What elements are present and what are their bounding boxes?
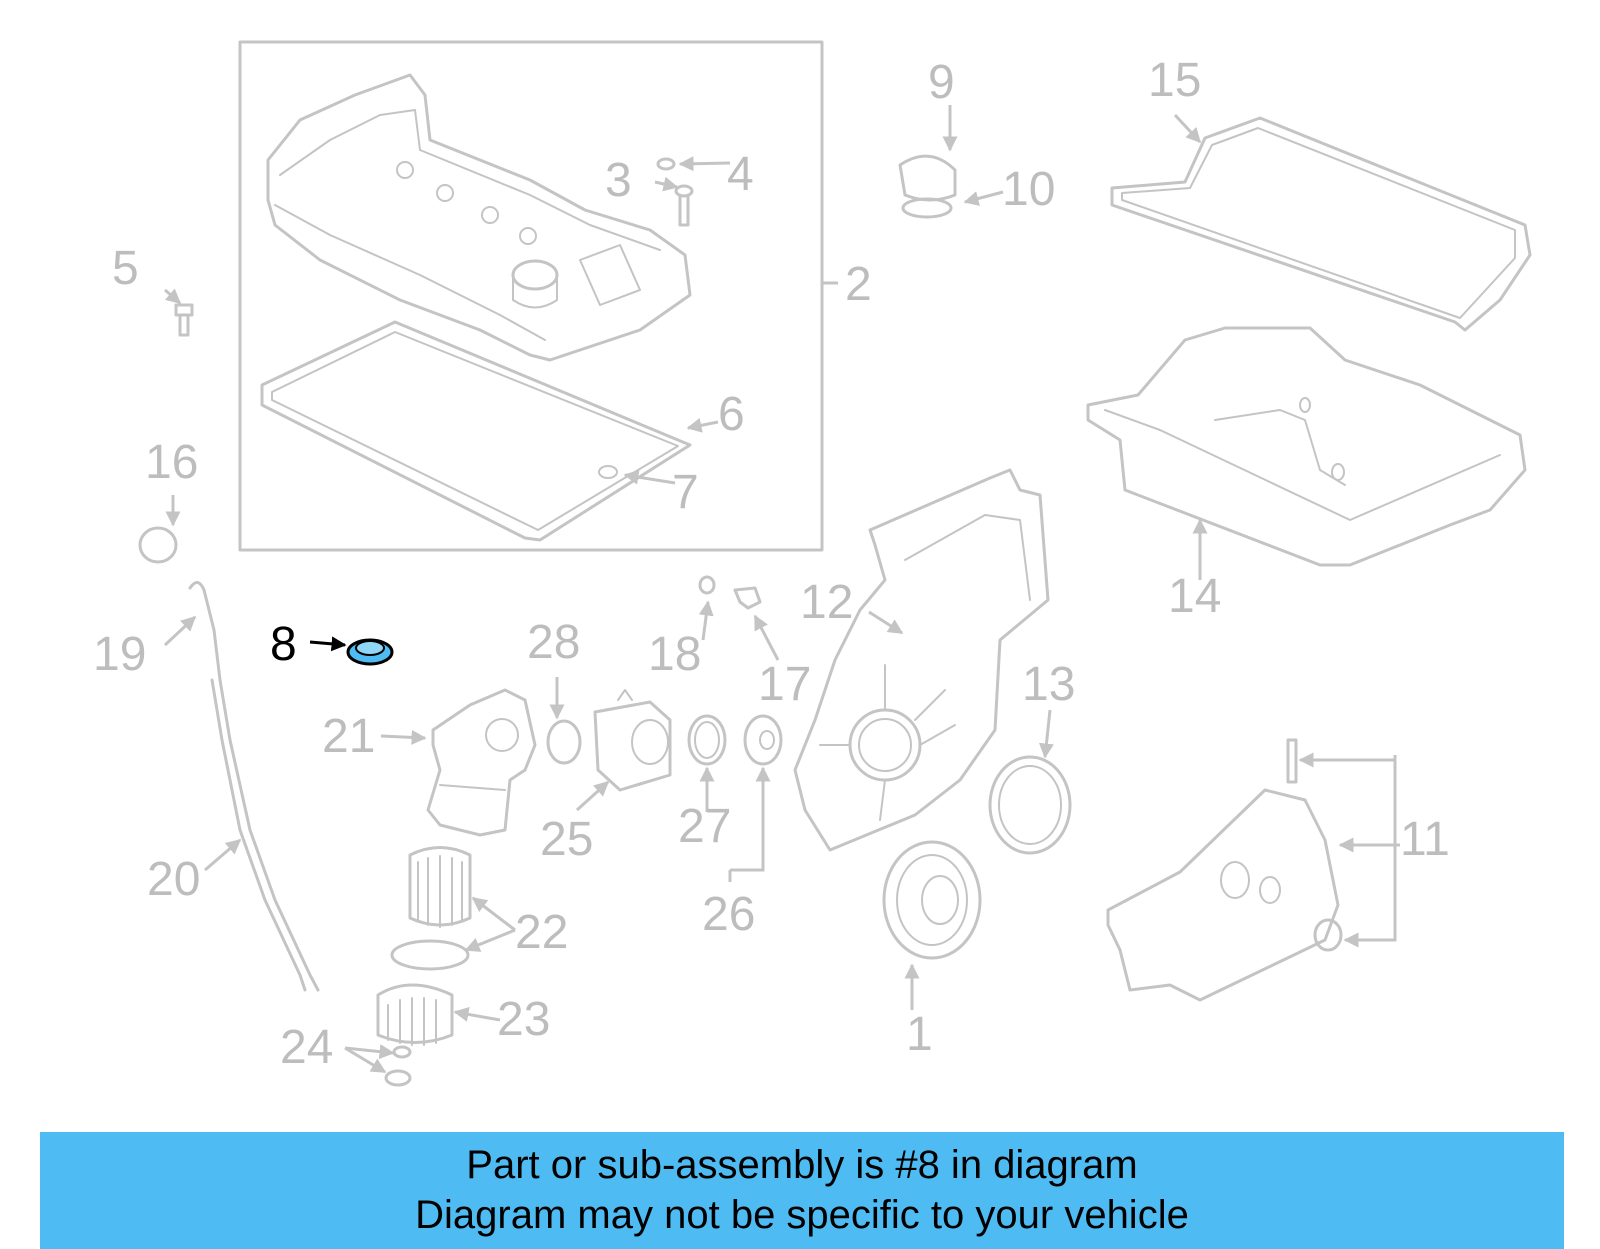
valve-cover-gasket bbox=[260, 320, 692, 542]
label-11: 11 bbox=[1400, 813, 1450, 866]
label-25: 25 bbox=[540, 813, 593, 866]
oil-pan-gasket bbox=[1110, 116, 1532, 332]
label-15: 15 bbox=[1148, 54, 1201, 107]
oil-pan bbox=[1086, 326, 1527, 567]
oil-pump bbox=[1106, 738, 1343, 1002]
crankshaft-pulley bbox=[882, 840, 982, 960]
oil-filter-element bbox=[390, 846, 472, 971]
part-8-seal-highlighted[interactable] bbox=[346, 638, 394, 666]
part-number-labels: 1 2 3 4 5 6 7 8 9 10 11 12 13 14 15 16 1… bbox=[93, 54, 1450, 1074]
label-7: 7 bbox=[672, 466, 699, 519]
label-28: 28 bbox=[527, 616, 580, 669]
label-3: 3 bbox=[605, 154, 632, 207]
sensor-17 bbox=[733, 586, 762, 610]
label-8-highlighted: 8 bbox=[270, 618, 297, 671]
oil-filter-cap bbox=[376, 983, 454, 1046]
label-16: 16 bbox=[145, 436, 198, 489]
dipstick bbox=[188, 581, 320, 992]
label-22: 22 bbox=[515, 906, 568, 959]
label-24: 24 bbox=[280, 1021, 333, 1074]
label-4: 4 bbox=[727, 148, 754, 201]
washer-18 bbox=[698, 575, 716, 595]
leader-lines bbox=[163, 105, 1400, 1074]
oil-cooler bbox=[593, 689, 672, 792]
bolt-3 bbox=[674, 184, 694, 227]
seal-27 bbox=[687, 714, 727, 766]
label-18: 18 bbox=[648, 628, 701, 681]
label-1: 1 bbox=[906, 1008, 933, 1061]
label-19: 19 bbox=[93, 628, 146, 681]
label-27: 27 bbox=[678, 800, 731, 853]
label-13: 13 bbox=[1022, 658, 1075, 711]
info-banner: Part or sub-assembly is #8 in diagram Di… bbox=[40, 1132, 1564, 1249]
oil-filter-housing bbox=[426, 688, 537, 837]
timing-cover bbox=[793, 468, 1050, 852]
cap-16 bbox=[138, 526, 178, 564]
bolt-5 bbox=[174, 303, 194, 337]
valve-cover bbox=[266, 73, 692, 362]
label-23: 23 bbox=[497, 993, 550, 1046]
banner-line-disclaimer: Diagram may not be specific to your vehi… bbox=[415, 1193, 1189, 1237]
label-10: 10 bbox=[1002, 163, 1055, 216]
oil-filler-cap bbox=[898, 154, 957, 219]
label-9: 9 bbox=[928, 56, 955, 109]
crankshaft-seal bbox=[988, 755, 1072, 855]
o-ring-28 bbox=[546, 719, 582, 765]
label-26: 26 bbox=[702, 888, 755, 941]
nut-4 bbox=[656, 157, 676, 171]
banner-line-part: Part or sub-assembly is #8 in diagram bbox=[466, 1143, 1138, 1187]
label-5: 5 bbox=[112, 242, 139, 295]
label-14: 14 bbox=[1168, 570, 1221, 623]
label-21: 21 bbox=[322, 710, 375, 763]
seal-26 bbox=[743, 714, 783, 766]
valve-cover-assembly-box bbox=[238, 40, 838, 552]
label-12: 12 bbox=[800, 576, 853, 629]
label-20: 20 bbox=[147, 853, 200, 906]
label-17: 17 bbox=[758, 658, 811, 711]
label-2: 2 bbox=[845, 258, 872, 311]
label-6: 6 bbox=[718, 388, 745, 441]
